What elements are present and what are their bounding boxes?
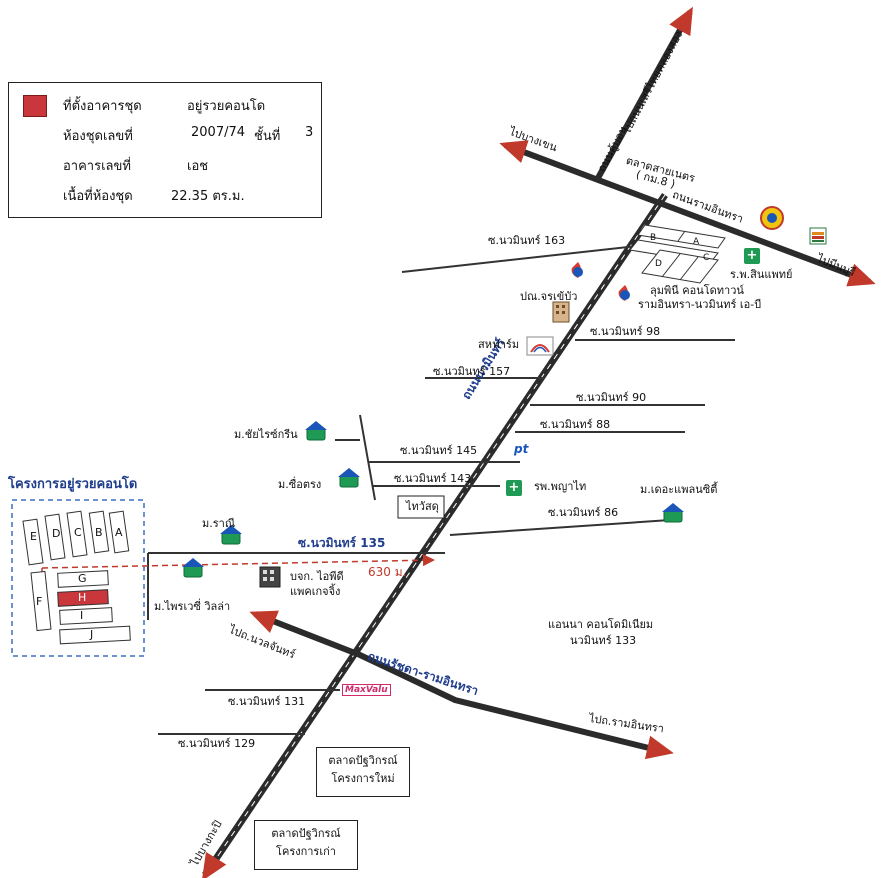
place-lumpini: ลุมพินี คอนโดทาวน์	[650, 284, 744, 297]
road-ratchada	[249, 610, 674, 760]
legend-floor-label: ชั้นที่	[254, 129, 281, 144]
project-boundary	[11, 499, 145, 657]
legend-box: ที่ตั้งอาคารชุด อยู่รวยคอนโด ห้องชุดเลขท…	[8, 82, 322, 218]
maxvalu-logo: MaxValu	[342, 684, 391, 696]
lumpini-block-A: A	[693, 237, 700, 247]
sahafarm-icon	[526, 336, 554, 356]
soi-lines	[147, 244, 735, 735]
legend-building-label: อาคารเลขที่	[63, 159, 131, 174]
place-sahafarm: สหฟาร์ม	[478, 338, 520, 351]
building-B: B	[95, 526, 103, 539]
village-roofs	[182, 421, 684, 567]
ptt-logo: pt	[514, 442, 529, 456]
legend-building-value: เอช	[187, 159, 209, 174]
market-new-line1: ตลาดปัฐวิกรณ์	[328, 754, 398, 767]
market-new-box: ตลาดปัฐวิกรณ์ โครงการใหม่	[316, 747, 410, 797]
legend-site-label: ที่ตั้งอาคารชุด	[63, 99, 142, 114]
soi-131: ซ.นวมินทร์ 131	[228, 695, 306, 708]
project-buildings	[22, 510, 131, 645]
soi-88: ซ.นวมินทร์ 88	[540, 418, 611, 431]
place-hosp-phyathai: รพ.พญาไท	[534, 480, 587, 493]
place-lumpini2: รามอินทรา-นวมินทร์ เอ-บี	[638, 298, 762, 311]
lumpini-block-C: C	[703, 253, 710, 263]
lumpini-block-B: B	[650, 233, 657, 243]
place-anna2: นวมินทร์ 133	[570, 634, 637, 647]
building-G: G	[78, 572, 87, 585]
building-I: I	[80, 609, 84, 622]
place-m-suetrong: ม.ซื่อตรง	[278, 478, 322, 491]
road-label-soi135: ซ.นวมินทร์ 135	[298, 536, 386, 550]
place-thaiwatsadu: ไทวัสดุ	[406, 500, 439, 513]
place-bjk: บจก. ไอพีดี	[290, 570, 344, 583]
soi-90: ซ.นวมินทร์ 90	[576, 391, 647, 404]
legend-room-label: ห้องชุดเลขที่	[63, 129, 133, 144]
legend-area-label: เนื้อที่ห้องชุด	[63, 189, 133, 204]
legend-site-value: อยู่รวยคอนโด	[187, 99, 266, 114]
road-raminthra-top	[499, 140, 876, 287]
place-bjk2: แพคเกจจิ้ง	[290, 585, 341, 598]
road-kukhon	[595, 6, 693, 180]
lumpini-block-D: D	[655, 259, 662, 269]
soi-145: ซ.นวมินทร์ 145	[400, 444, 478, 457]
building-D: D	[52, 527, 61, 540]
post-office-icon	[552, 301, 570, 323]
building-J: J	[90, 628, 94, 641]
hospital-phyathai-icon: +	[506, 480, 522, 496]
village-icons	[183, 427, 683, 578]
soi-157: ซ.นวมินทร์ 157	[433, 365, 511, 378]
place-pt-jorakhebua: ปณ.จรเข้บัว	[520, 290, 578, 303]
soi-163: ซ.นวมินทร์ 163	[488, 234, 566, 247]
building-C: C	[74, 526, 82, 539]
highlight-swatch	[23, 95, 47, 117]
place-m-chanrai: ม.ชัยไรซ์กรีน	[234, 428, 298, 441]
place-m-pruvesi: ม.ไพรเวซี่ วิลล่า	[154, 600, 231, 613]
soi-143: ซ.นวมินทร์ 143	[394, 472, 472, 485]
distance-arrow	[41, 554, 435, 569]
building-H: H	[78, 591, 87, 604]
company-building-icon	[259, 566, 281, 588]
road-nawamin	[202, 193, 668, 877]
market-old-box: ตลาดปัฐวิกรณ์ โครงการเก่า	[254, 820, 358, 870]
place-m-theplan: ม.เดอะแพลนซิตี้	[640, 483, 718, 496]
pt-logo-icon	[760, 206, 784, 230]
market-old-line1: ตลาดปัฐวิกรณ์	[271, 827, 341, 840]
soi-98: ซ.นวมินทร์ 98	[590, 325, 661, 338]
soi-86: ซ.นวมินทร์ 86	[548, 506, 619, 519]
place-hospital-sinphaet: ร.พ.สินแพทย์	[730, 268, 793, 281]
market-old-line2: โครงการเก่า	[276, 845, 336, 858]
gas-station-icon	[571, 262, 630, 301]
place-m-rani: ม.ราณี	[202, 517, 236, 530]
project-title: โครงการอยู่รวยคอนโด	[8, 477, 138, 492]
legend-floor-value: 3	[305, 125, 314, 140]
thaiwatsadu-box-frame	[397, 495, 445, 519]
place-distance: 630 ม.	[368, 565, 407, 579]
lumpini-blocks	[629, 224, 726, 284]
place-anna: แอนนา คอนโดมิเนียม	[548, 618, 654, 631]
building-A: A	[115, 526, 123, 539]
legend-area-value: 22.35 ตร.ม.	[171, 189, 245, 204]
building-F: F	[36, 595, 43, 608]
soi-129: ซ.นวมินทร์ 129	[178, 737, 256, 750]
seven-eleven-icon	[809, 227, 827, 245]
building-E: E	[30, 530, 37, 543]
hospital-sinphaet-icon: +	[744, 248, 760, 264]
market-new-line2: โครงการใหม่	[331, 772, 395, 785]
legend-room-value: 2007/74	[191, 125, 246, 140]
